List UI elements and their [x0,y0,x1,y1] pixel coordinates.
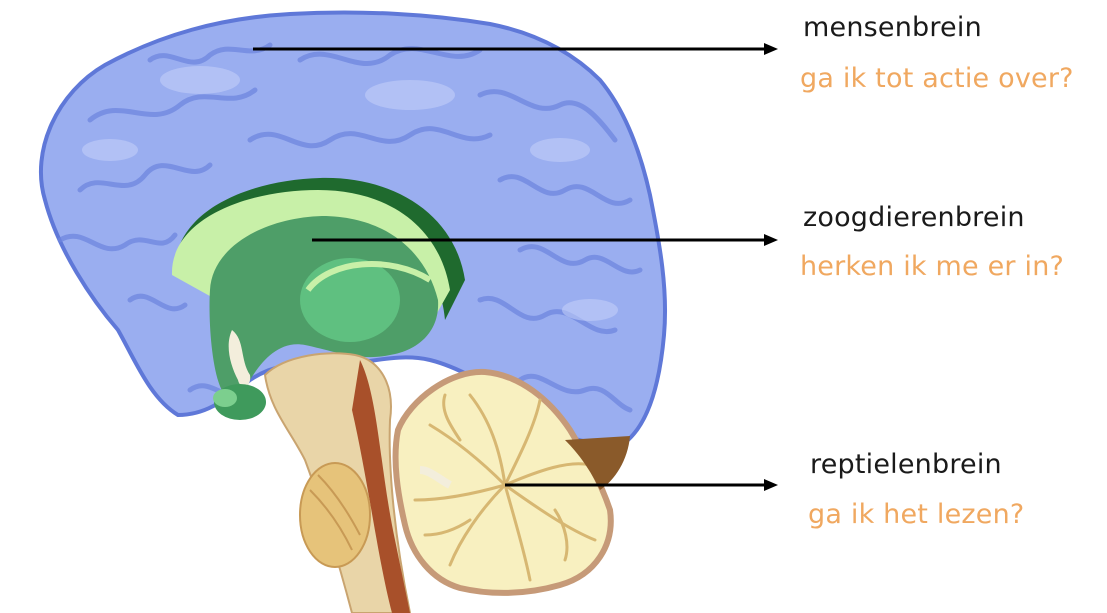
arrow-reptile-head [764,479,778,491]
pons [300,463,370,567]
arrow-human-head [764,43,778,55]
arrow-mammal-head [764,234,778,246]
question-human-brain: ga ik tot actie over? [800,63,1074,94]
question-reptile-brain: ga ik het lezen? [808,499,1024,530]
question-mammal-brain: herken ik me er in? [800,251,1064,282]
thalamus [300,258,400,342]
label-mammal-brain: zoogdierenbrein [803,202,1025,233]
label-reptile-brain: reptielenbrein [810,449,1002,480]
label-human-brain: mensenbrein [803,12,982,43]
brainstem-region [265,353,410,613]
